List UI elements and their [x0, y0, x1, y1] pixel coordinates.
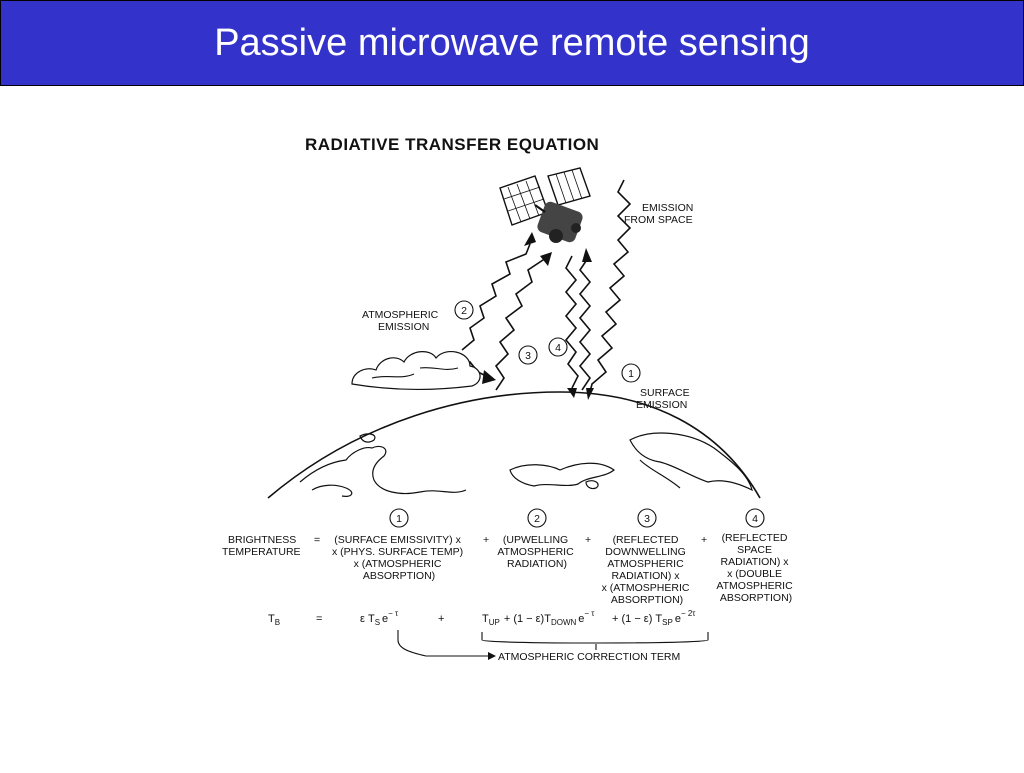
path-marker-4: 4	[548, 337, 568, 357]
correction-term-label: ATMOSPHERIC CORRECTION TERM	[498, 651, 680, 663]
slide-title: Passive microwave remote sensing	[214, 21, 810, 64]
svg-text:1: 1	[396, 513, 402, 525]
term-2-text: (UPWELLING ATMOSPHERIC RADIATION)	[497, 534, 576, 570]
path-marker-3: 3	[518, 345, 538, 365]
plus-sign-1: +	[483, 534, 489, 546]
emission-from-space-label: EMISSION FROM SPACE	[624, 202, 696, 226]
brightness-temperature-label: BRIGHTNESS TEMPERATURE	[222, 534, 301, 558]
plus-sign-3: +	[701, 534, 707, 546]
radiative-transfer-figure: RADIATIVE TRANSFER EQUATION EMISSION FRO…	[0, 86, 1024, 773]
slide-title-bar: Passive microwave remote sensing	[0, 0, 1024, 86]
reflected-space-ray	[564, 255, 579, 389]
svg-text:3: 3	[644, 513, 650, 525]
equals-sign: =	[314, 534, 320, 546]
correction-bracket	[397, 630, 709, 657]
space-emission-ray	[589, 179, 632, 393]
term-number-2: 2	[527, 508, 547, 528]
surface-emission-label: SURFACE EMISSION	[636, 387, 693, 411]
term-4-text: (REFLECTED SPACE RADIATION) x x (DOUBLE …	[716, 532, 795, 604]
term-number-4: 4	[745, 508, 765, 528]
svg-text:3: 3	[525, 350, 531, 362]
term-number-3: 3	[637, 508, 657, 528]
figure-heading: RADIATIVE TRANSFER EQUATION	[305, 135, 599, 154]
cloud-icon	[351, 350, 481, 391]
svg-text:2: 2	[534, 513, 540, 525]
formula-equals: =	[316, 613, 322, 625]
tb-symbol: TB	[268, 613, 280, 627]
plus-sign-2: +	[585, 534, 591, 546]
formula-plus: +	[438, 613, 444, 625]
svg-text:2: 2	[461, 305, 467, 317]
atmospheric-emission-ray	[461, 243, 531, 351]
svg-text:1: 1	[628, 368, 634, 380]
term-3-text: (REFLECTED DOWNWELLING ATMOSPHERIC RADIA…	[602, 534, 693, 606]
path-marker-1: 1	[621, 363, 641, 383]
surface-emission-ray	[578, 257, 592, 391]
reflected-downwelling-ray	[494, 257, 547, 391]
earth-horizon	[267, 391, 761, 499]
svg-text:4: 4	[752, 513, 758, 525]
svg-text:4: 4	[555, 342, 561, 354]
satellite-icon	[499, 167, 591, 243]
continents	[299, 432, 753, 497]
atmospheric-emission-label: ATMOSPHERIC EMISSION	[362, 309, 441, 333]
term-1-text: (SURFACE EMISSIVITY) x x (PHYS. SURFACE …	[332, 534, 466, 582]
figure-canvas: RADIATIVE TRANSFER EQUATION EMISSION FRO…	[222, 135, 795, 663]
path-marker-2: 2	[454, 300, 474, 320]
term-number-1: 1	[389, 508, 409, 528]
